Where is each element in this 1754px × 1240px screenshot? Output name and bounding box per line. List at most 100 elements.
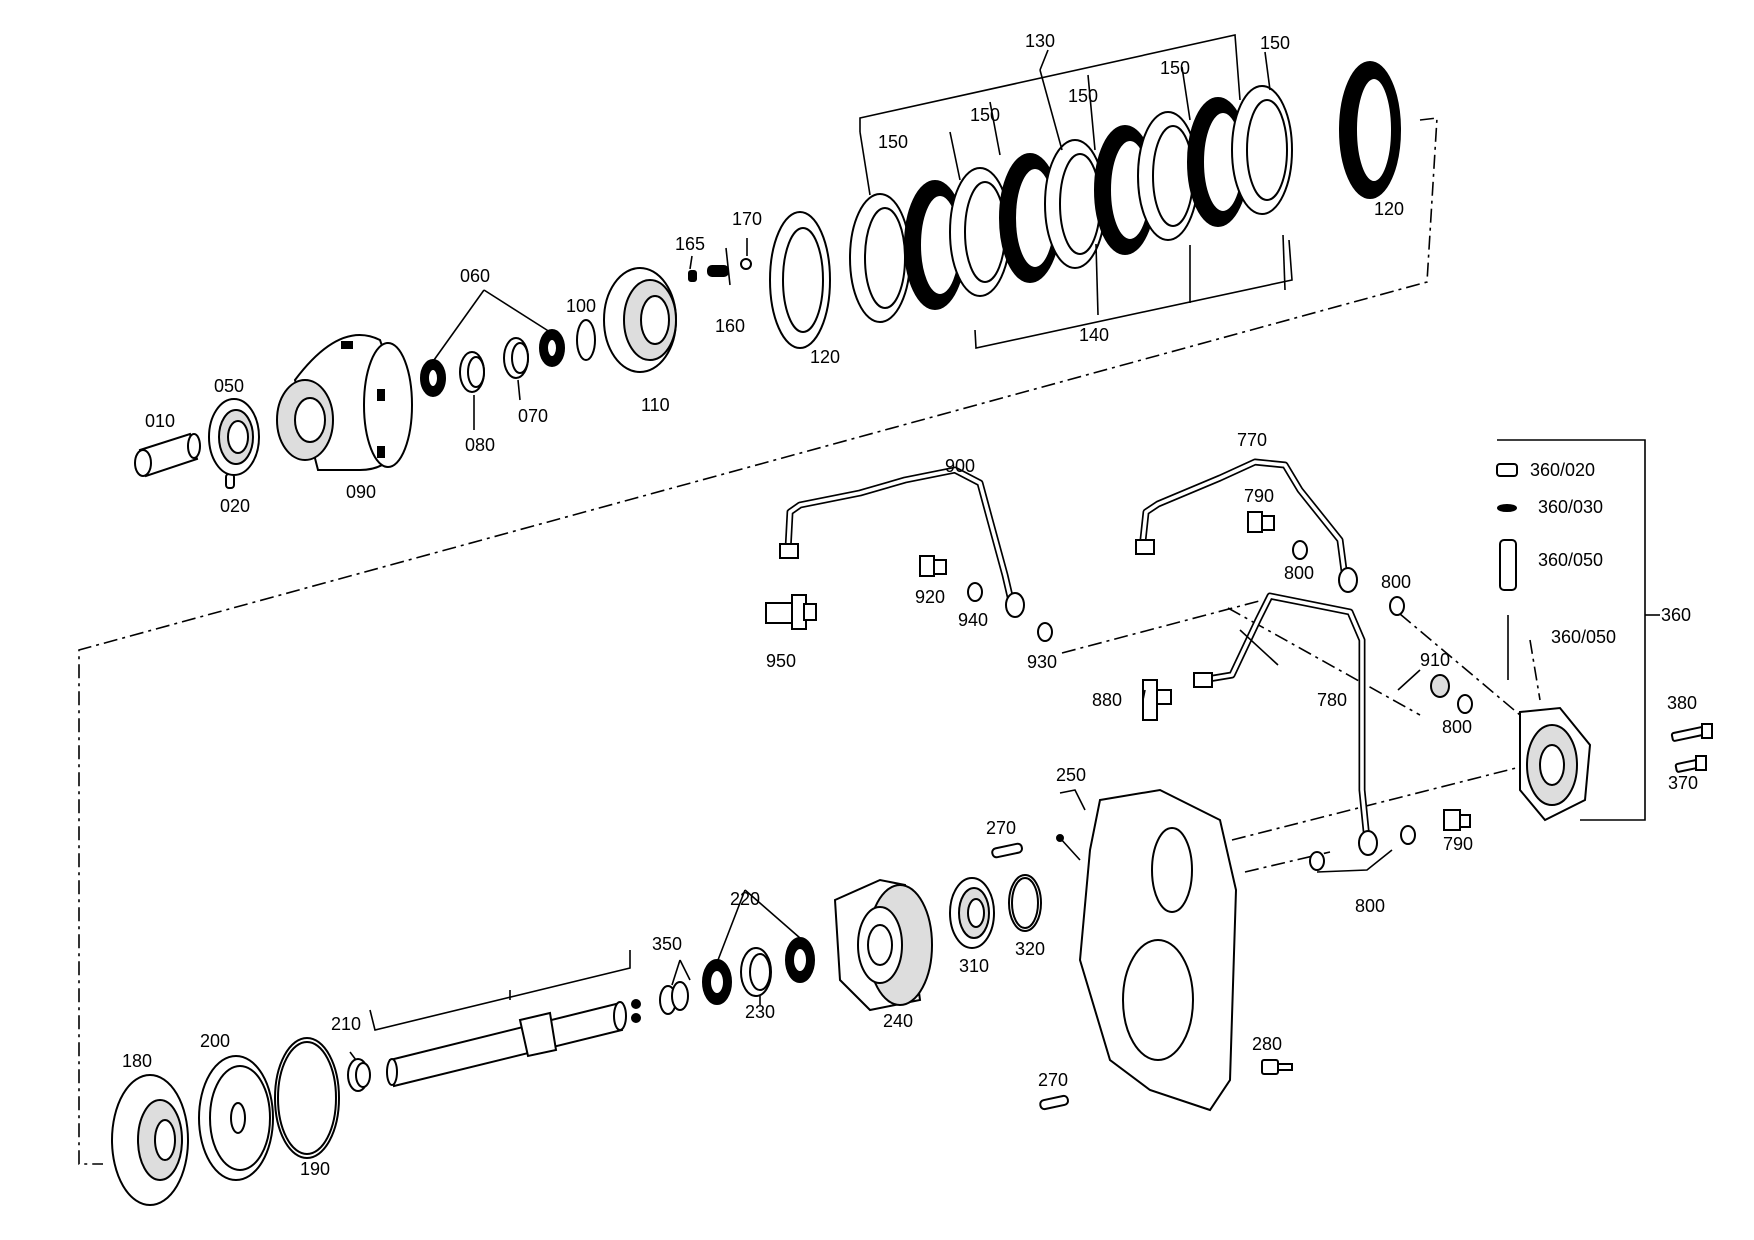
part-910-fitting	[1430, 674, 1450, 698]
part-770-pipe	[1135, 458, 1358, 593]
part-010-sleeve	[134, 432, 201, 478]
label-880: 880	[1092, 690, 1122, 710]
label-770: 770	[1237, 430, 1267, 450]
label-790: 790	[1244, 486, 1274, 506]
label-920: 920	[915, 587, 945, 607]
part-240-gear-carrier	[833, 878, 933, 1012]
label-230: 230	[745, 1002, 775, 1022]
label-050: 050	[214, 376, 244, 396]
label-360-020: 360/020	[1530, 460, 1595, 480]
label-130: 130	[1025, 31, 1055, 51]
part-090-clutch-carrier	[276, 334, 413, 471]
part-020-key	[225, 473, 235, 489]
label-110: 110	[641, 395, 670, 415]
part-190-o-ring	[274, 1037, 340, 1159]
label-940: 940	[958, 610, 988, 630]
label-360-050: 360/050	[1551, 627, 1616, 647]
part-880-tee-fitting	[1142, 679, 1172, 721]
part-940-seal	[967, 582, 983, 602]
part-380-bolt	[1670, 723, 1713, 742]
part-200-seal-plate	[198, 1055, 274, 1181]
label-150: 150	[1068, 86, 1098, 106]
label-930: 930	[1027, 652, 1057, 672]
label-150: 150	[878, 132, 908, 152]
part-100-snap-ring	[576, 319, 596, 361]
label-380: 380	[1667, 693, 1697, 713]
part-070-ring	[503, 337, 529, 379]
label-190: 190	[300, 1159, 330, 1179]
label-210: 210	[331, 1014, 361, 1034]
label-080: 080	[465, 435, 495, 455]
part-120-end-plate-2	[1339, 61, 1401, 199]
label-150: 150	[1160, 58, 1190, 78]
part-360-valve-assembly	[1496, 463, 1592, 822]
label-800: 800	[1284, 563, 1314, 583]
part-280-bolt	[1261, 1059, 1293, 1075]
label-320: 320	[1015, 939, 1045, 959]
label-020: 020	[220, 496, 250, 516]
label-900: 900	[945, 456, 975, 476]
label-370: 370	[1668, 773, 1698, 793]
part-110-piston	[603, 267, 677, 373]
part-900-pipe	[779, 466, 1025, 618]
label-800: 800	[1355, 896, 1385, 916]
label-800: 800	[1442, 717, 1472, 737]
part-270-dowel-pins	[991, 842, 1069, 1111]
part-080-ring	[459, 351, 485, 393]
label-090: 090	[346, 482, 376, 502]
part-920-fitting	[919, 555, 947, 577]
label-120: 120	[810, 347, 840, 367]
label-140: 140	[1079, 325, 1109, 345]
label-250: 250	[1056, 765, 1086, 785]
part-180-cover	[111, 1074, 189, 1206]
assembly-axis-lines	[78, 117, 1541, 1165]
label-150: 150	[970, 105, 1000, 125]
label-070: 070	[518, 406, 548, 426]
label-165: 165	[675, 234, 705, 254]
label-950: 950	[766, 651, 796, 671]
part-060-bearing-rings	[420, 329, 565, 397]
label-800: 800	[1381, 572, 1411, 592]
part-220-230-bearings	[702, 937, 815, 1005]
leader-lines	[349, 34, 1660, 1061]
label-360: 360	[1661, 605, 1691, 625]
label-310: 310	[959, 956, 989, 976]
label-180: 180	[122, 1051, 152, 1071]
label-270: 270	[986, 818, 1016, 838]
label-780: 780	[1317, 690, 1347, 710]
part-030-output-shaft	[386, 999, 641, 1088]
part-210-ring	[347, 1058, 371, 1092]
label-350: 350	[652, 934, 682, 954]
part-165-160-170-pins	[688, 258, 752, 282]
part-350-rings	[659, 981, 689, 1015]
part-250-housing-cover	[1056, 788, 1238, 1112]
label-910: 910	[1420, 650, 1450, 670]
label-150: 150	[1260, 33, 1290, 53]
label-270: 270	[1038, 1070, 1068, 1090]
label-170: 170	[732, 209, 762, 229]
label-790: 790	[1443, 834, 1473, 854]
part-800-seals	[1292, 540, 1473, 871]
label-160: 160	[715, 316, 745, 336]
label-280: 280	[1252, 1034, 1282, 1054]
part-950-tee-fitting	[765, 594, 817, 630]
label-220: 220	[730, 889, 760, 909]
part-370-bolt	[1674, 755, 1707, 773]
part-780-pipe	[1193, 592, 1378, 856]
clutch-disc-pack	[849, 85, 1293, 323]
part-790-fitting	[1247, 511, 1471, 831]
label-360-050: 360/050	[1538, 550, 1603, 570]
part-labels: 010 020 050 060 070 080 090 100 110 120 …	[122, 31, 1698, 1179]
label-120: 120	[1374, 199, 1404, 219]
label-010: 010	[145, 411, 175, 431]
part-120-end-plate	[769, 211, 831, 349]
part-930-seal	[1037, 622, 1053, 642]
part-050-bearing	[208, 398, 260, 476]
label-240: 240	[883, 1011, 913, 1031]
label-100: 100	[566, 296, 596, 316]
label-060: 060	[460, 266, 490, 286]
label-360-030: 360/030	[1538, 497, 1603, 517]
part-320-snap-ring	[1008, 874, 1042, 932]
part-310-bearing	[949, 877, 995, 949]
